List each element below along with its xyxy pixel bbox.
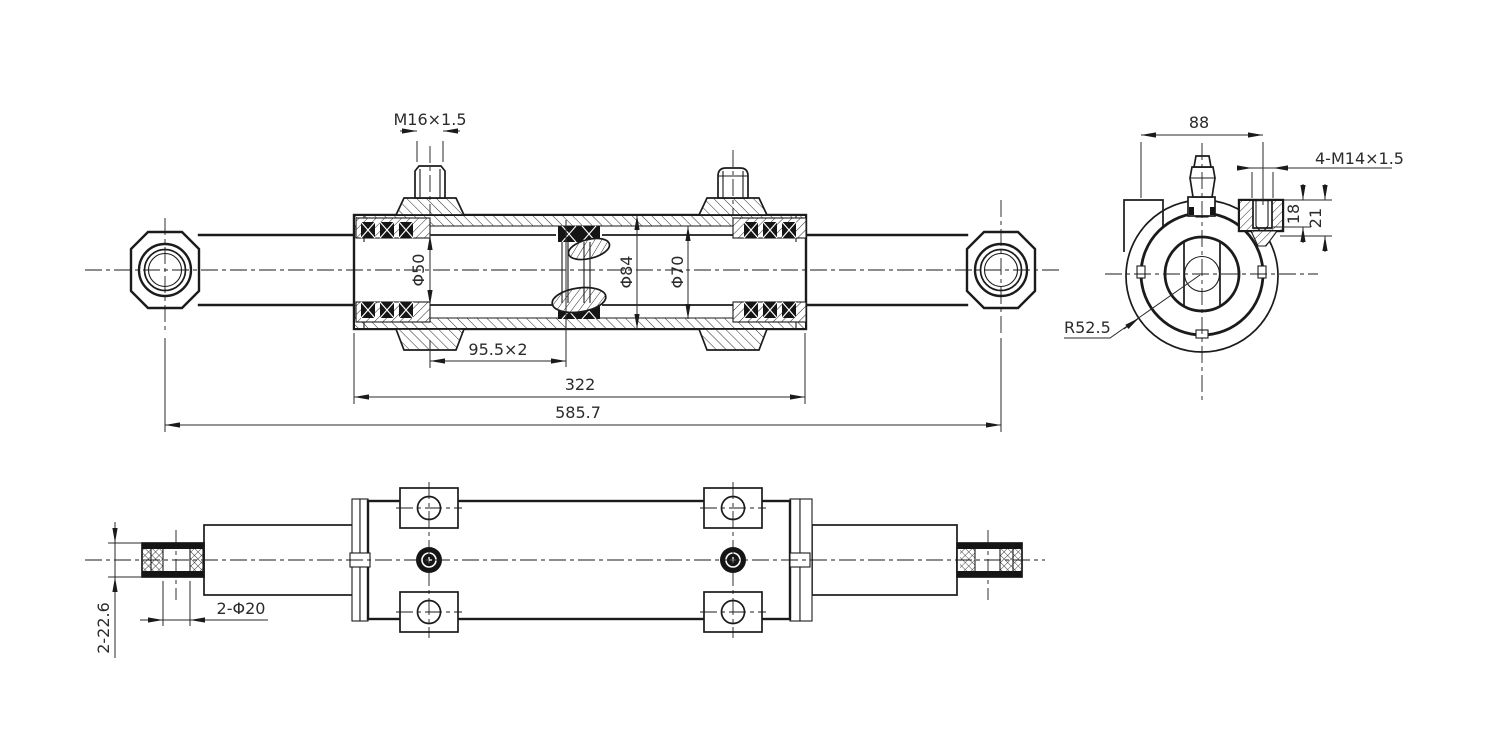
main-vertical-centerlines [164,146,1002,334]
dim-body-length-label: 322 [565,375,596,394]
dim-mounting-thread-label: 4-M14×1.5 [1315,149,1404,168]
dim-eye-bore-label: 2-Φ20 [217,599,266,618]
dim-rod-diameter-label: Φ50 [409,254,428,287]
tube-wall-bottom [355,318,805,328]
piston-joint-lines [561,242,591,303]
dim-overall-length-label: 585.7 [555,403,601,422]
port-stud-right-detail [718,171,748,198]
mount-lug-left-section [394,328,466,351]
dim-bore-diameter-label: Φ70 [668,256,687,289]
dim-eye-thickness-label: 2-22.6 [94,602,113,654]
main-section-view: M16×1.5 Φ50 Φ84 Φ70 95.5×2 322 585.7 [85,110,1063,432]
rod-left [197,233,356,307]
mounting-boss [1237,198,1285,247]
end-view-dimensions: 88 4-M14×1.5 18 21 R52.5 [1064,113,1404,339]
plan-view: 2-22.6 2-Φ20 [85,482,1045,658]
tube-wall-top [355,216,805,226]
grease-fitting [1187,155,1216,217]
plan-lug-h-centerlines [396,507,766,613]
rod-lines-inside [430,234,733,306]
dim-outer-diameter-label: Φ84 [617,256,636,289]
port-stud-left-thread [419,169,441,198]
mount-lug-right-section [697,328,769,351]
dim-thread-depth-label: 18 [1284,204,1303,224]
rod-right [804,233,969,307]
plan-eye-centerlines [175,530,989,600]
head-hook [1123,199,1164,252]
end-view: 88 4-M14×1.5 18 21 R52.5 [1064,113,1404,400]
dim-stroke-label: 95.5×2 [468,340,527,359]
dim-head-width-label: 88 [1189,113,1209,132]
port-boss-right [697,197,769,216]
main-view-dimensions: M16×1.5 Φ50 Φ84 Φ70 95.5×2 322 585.7 [164,110,1002,432]
piston-rod-end-top [567,237,611,261]
dim-port-thread-label: M16×1.5 [393,110,466,129]
dim-boss-depth-label: 21 [1306,208,1325,228]
dim-head-radius-label: R52.5 [1064,318,1111,337]
plan-view-dimensions: 2-22.6 2-Φ20 [94,522,268,658]
